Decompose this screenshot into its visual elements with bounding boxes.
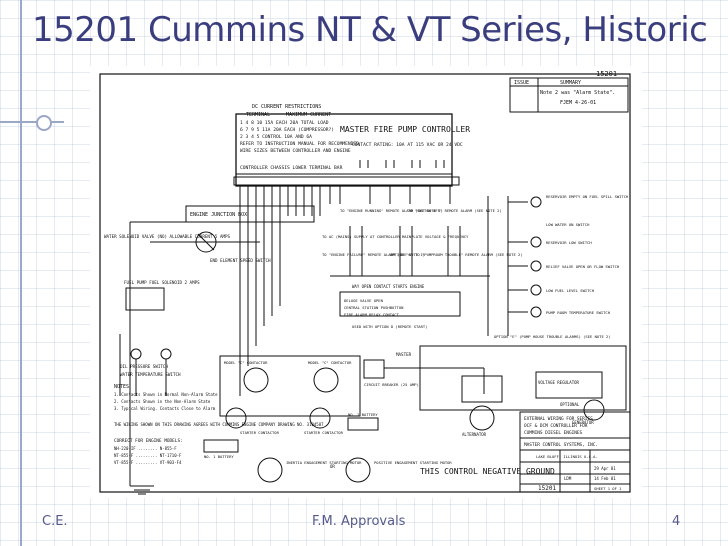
- contact-block-label: DELUGE VALVE OPEN: [344, 298, 384, 303]
- generator-label: GENERATOR: [572, 420, 594, 425]
- end-element-speed-switch-label: END ELEMENT SPEED SWITCH: [210, 258, 271, 263]
- note-item: 1. Contacts Shown in Normal Non-Alarm St…: [114, 392, 218, 397]
- contact-rating: CONTACT RATING: 10A AT 115 VAC OR 24 VDC: [352, 142, 463, 148]
- title-block-line: EXTERNAL WIRING FOR SERIES: [524, 416, 593, 422]
- option-e-label: OPTION "E" (PUMP HOUSE TROUBLE ALARMS) (…: [494, 334, 611, 339]
- remote-contact-label: TO "ENGINE RUNNING" REMOTE ALARM (SEE NO…: [340, 208, 443, 213]
- master-label: MASTER: [396, 352, 412, 357]
- right-switch-label: LOW WATER ON SWITCH: [546, 222, 590, 227]
- model-c-contactor-label: MODEL "C" CONTACTOR: [224, 360, 268, 365]
- right-switch-label: PUMP ROOM TEMPERATURE SWITCH: [546, 310, 611, 315]
- revision-note: Note 2 was "Alarm State".: [540, 90, 615, 96]
- title-block-drawing-number: 15201: [538, 485, 556, 492]
- right-switch-label: LOW FUEL LEVEL SWITCH: [546, 288, 595, 293]
- revision-initials: FJEM 4-26-01: [560, 100, 596, 106]
- right-switch-label: RELIEF VALVE OPEN OR FLOW SWITCH: [546, 264, 620, 269]
- right-switch-label: RESERVOIR EMPTY ON FUEL SPILL SWITCH: [546, 194, 629, 199]
- water-solenoid-label: WATER SOLENOID VALVE (NO) ALLOWABLE CURR…: [104, 234, 231, 239]
- left-accent-bar: [20, 0, 22, 546]
- engine-model-line: NT-855-F ......... NT-1710-F: [114, 453, 182, 458]
- issue-label: ISSUE: [514, 80, 529, 86]
- title-block-date: 29 Apr 81: [594, 466, 616, 471]
- used-with-option-label: USED WITH OPTION D (REMOTE START): [352, 324, 427, 329]
- footer-center-text: F.M. Approvals: [312, 514, 406, 529]
- dc-current-header: DC CURRENT RESTRICTIONS: [252, 104, 321, 110]
- optional-label: OPTIONAL: [560, 402, 580, 407]
- footer-left-text: C.E.: [42, 514, 68, 529]
- starter-contactor-label: STARTER CONTACTOR: [304, 430, 344, 435]
- title-block-line: CUMMINS DIESEL ENGINES: [524, 430, 583, 436]
- restriction-line: CONTROLLER CHASSIS LOWER TERMINAL BAR: [240, 165, 343, 171]
- restriction-line: REFER TO INSTRUCTION MANUAL FOR RECOMMEN…: [240, 141, 359, 147]
- controller-panel-title: MASTER FIRE PUMP CONTROLLER: [340, 125, 470, 134]
- note-item: 2. Contacts Shown in the Non-Alarm State: [114, 399, 211, 404]
- voltage-regulator-label: VOLTAGE REGULATOR: [538, 380, 580, 385]
- right-switch-label: RESERVOIR LOW SWITCH: [546, 240, 592, 245]
- title-block-drawn: LDM: [564, 476, 572, 481]
- contact-block-label: FIRE ALARM RELAY CONTACT: [344, 312, 400, 317]
- restriction-line: 1 4 8 10 15A EACH 20A TOTAL LOAD: [240, 120, 329, 126]
- engine-model-line: NH-220-IF ........ N-855-F: [114, 446, 177, 451]
- page-number: 4: [672, 514, 681, 529]
- battery-label: NO. 2 BATTERY: [348, 412, 378, 417]
- negative-ground-label: THIS CONTROL NEGATIVE GROUND: [420, 467, 555, 476]
- notes-header: NOTES: [114, 384, 129, 390]
- fuel-pump-label: FUEL PUMP FUEL SOLENOID 2 AMPS: [124, 280, 200, 285]
- engine-junction-box-label: ENGINE JUNCTION BOX: [190, 212, 247, 218]
- starter-motor-label: INERTIA ENGAGEMENT STARTING MOTOR: [286, 460, 362, 465]
- remote-contact-label: TO "ENGINE FAILURE" REMOTE ALARM (SEE NO…: [322, 252, 425, 257]
- circuit-breaker-label: CIRCUIT BREAKER (25 AMP): [364, 382, 419, 387]
- starter-contactor-label: STARTER CONTACTOR: [240, 430, 280, 435]
- restriction-line: 2 3 4 5 CONTROL 10A AND 6A: [240, 134, 312, 140]
- engine-model-line: VT-855-F ......... VT-903-F4: [114, 460, 182, 465]
- note-item: 3. Typical Wiring. Contacts Close to Ala…: [114, 406, 216, 411]
- terminal-label: TERMINAL: [246, 112, 270, 118]
- title-block-line: OCF & DCM CONTROLLER FOR: [524, 423, 588, 429]
- restriction-line: 6 7 9 5 11A 20A EACH (COMPRESSOR?): [240, 127, 334, 133]
- remote-contact-label: TO AC (MAINS) SUPPLY AT CONTROLLER MAINP…: [322, 234, 469, 239]
- title-rule: [0, 121, 64, 123]
- slide-title: 15201 Cummins NT & VT Series, Historic: [32, 10, 708, 50]
- wiring-note: THE WIRING SHOWN ON THIS DRAWING AGREES …: [114, 422, 324, 427]
- sheet-number-label: 15201: [596, 70, 617, 78]
- summary-label: SUMMARY: [560, 80, 581, 86]
- remote-contact-label: TO "SWITCH OFF" REMOTE ALARM (SEE NOTE 2…: [408, 208, 502, 213]
- positive-engagement-label: POSITIVE ENGAGEMENT STARTING MOTOR: [374, 460, 452, 465]
- oil-pressure-switch-label: OIL PRESSURE SWITCH: [120, 364, 168, 369]
- remote-contact-label: OPTION "C" TO "PUMPROOM TROUBLE" REMOTE …: [390, 252, 523, 257]
- title-block-date2: 14 Feb 81: [594, 476, 616, 481]
- title-block-sheet: SHEET 1 OF 1: [594, 486, 622, 491]
- contact-block-label: CENTRAL STATION PUSHBUTTON: [344, 305, 404, 310]
- alternator-label: ALTERNATOR: [462, 432, 487, 437]
- correct-models-label: CORRECT FOR ENGINE MODELS:: [114, 438, 183, 444]
- max-current-label: MAXIMUM CURRENT: [286, 112, 331, 118]
- restriction-line: WIRE SIZES BETWEEN CONTROLLER AND ENGINE: [240, 148, 351, 154]
- title-block-company: MASTER CONTROL SYSTEMS, INC.: [524, 442, 598, 448]
- water-temp-switch-label: WATER TEMPERATURE SWITCH: [120, 372, 181, 377]
- wiring-diagram: 15201 ISSUE SUMMARY Note 2 was "Alarm St…: [90, 66, 642, 498]
- rule-circle-ornament: [36, 115, 52, 131]
- title-block-location: LAKE BLUFF, ILLINOIS U.S.A.: [536, 454, 598, 459]
- wiring-diagram-svg: 15201 ISSUE SUMMARY Note 2 was "Alarm St…: [99, 70, 631, 495]
- contacts-header: WAY OPEN CONTACT STARTS ENGINE: [352, 284, 425, 289]
- model-c-contactor-label: MODEL "C" CONTACTOR: [308, 360, 352, 365]
- or-label: OR: [330, 464, 335, 469]
- battery-label: NO. 1 BATTERY: [204, 454, 234, 459]
